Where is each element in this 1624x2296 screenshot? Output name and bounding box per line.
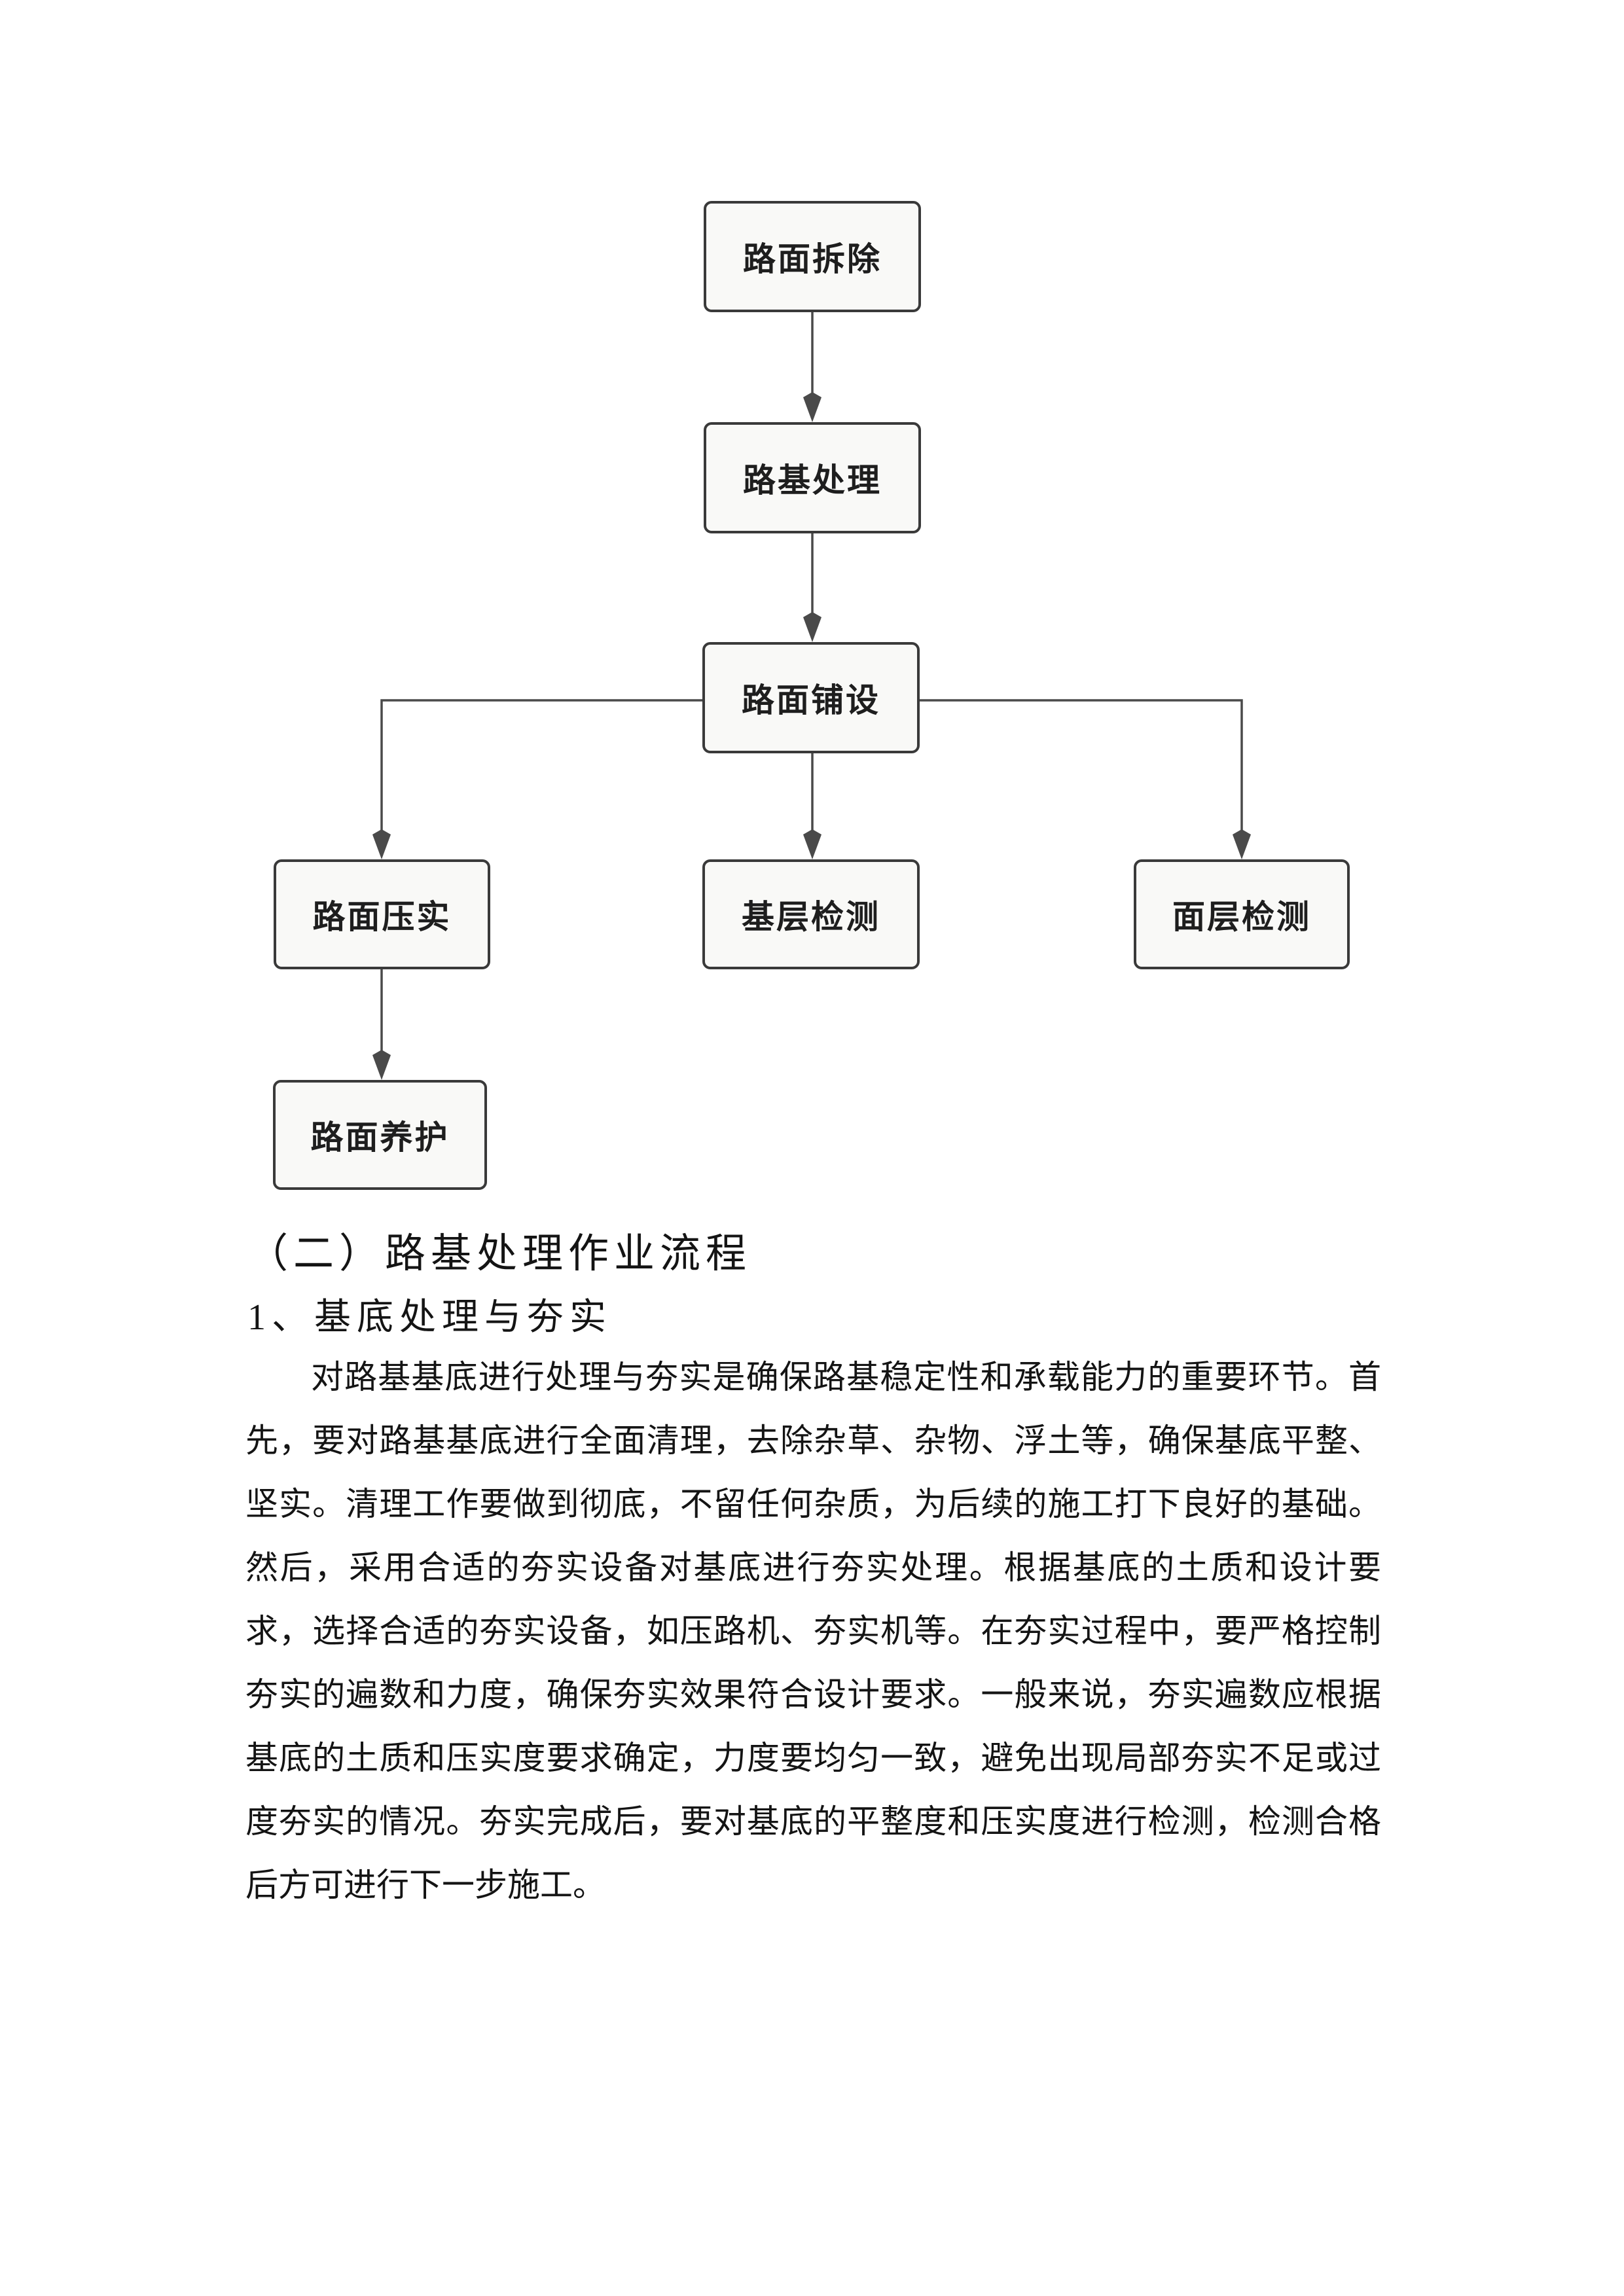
paragraph-line: 后方可进行下一步施工。 [245,1867,605,1903]
paragraph-line: 夯实的遍数和力度，确保夯实效果符合设计要求。一般来说，夯实遍数应根据 [245,1676,1381,1713]
paragraph-line: 坚实。清理工作要做到彻底，不留任何杂质，为后续的施工打下良好的基础。 [245,1486,1381,1522]
flow-node-pavement-compaction: 路面压实 [274,859,490,969]
flow-node-pavement-laying: 路面铺设 [702,642,920,753]
section-subheading: 1、基底处理与夯实 [247,1297,612,1338]
arrowhead [372,1050,391,1080]
paragraph-line: 求，选择合适的夯实设备，如压路机、夯实机等。在夯实过程中，要严格控制 [245,1613,1381,1649]
paragraph-line: 对路基基底进行处理与夯实是确保路基稳定性和承载能力的重要环节。首 [311,1359,1381,1395]
flow-node-label: 路面养护 [310,1119,450,1156]
flow-node-label: 面层检测 [1172,899,1311,935]
arrowhead [372,829,391,859]
connector-elbow [380,699,702,835]
arrowhead [803,392,821,422]
arrowhead [803,829,821,859]
flow-node-base-layer-inspection: 基层检测 [702,859,920,969]
paragraph-line: 度夯实的情况。夯实完成后，要对基底的平整度和压实度进行检测，检测合格 [245,1803,1381,1840]
flow-node-label: 路面压实 [312,899,452,935]
flow-node-pavement-maintenance: 路面养护 [273,1080,487,1190]
connector-elbow [920,699,1243,835]
flow-node-label: 路基处理 [743,462,882,499]
paragraph-line: 然后，采用合适的夯实设备对基底进行夯实处理。根据基底的土质和设计要 [245,1549,1381,1586]
section-heading: （二）路基处理作业流程 [247,1232,752,1276]
paragraph-line: 基底的土质和压实度要求确定，力度要均匀一致，避免出现局部夯实不足或过 [245,1740,1381,1776]
flow-node-label: 基层检测 [742,899,880,935]
flow-node-pavement-removal: 路面拆除 [704,201,921,312]
paragraph-line: 先，要对路基基底进行全面清理，去除杂草、杂物、浮土等，确保基底平整、 [245,1422,1381,1459]
flowchart-connectors [372,312,1251,1080]
flow-node-roadbed-treatment: 路基处理 [704,422,921,533]
flow-node-surface-layer-inspection: 面层检测 [1134,859,1350,969]
flow-node-label: 路面拆除 [743,241,882,278]
arrowhead [803,612,821,642]
body-paragraph: 对路基基底进行处理与夯实是确保路基稳定性和承载能力的重要环节。首 先，要对路基基… [245,1346,1381,1917]
arrowhead [1233,829,1251,859]
flow-node-label: 路面铺设 [742,682,880,719]
